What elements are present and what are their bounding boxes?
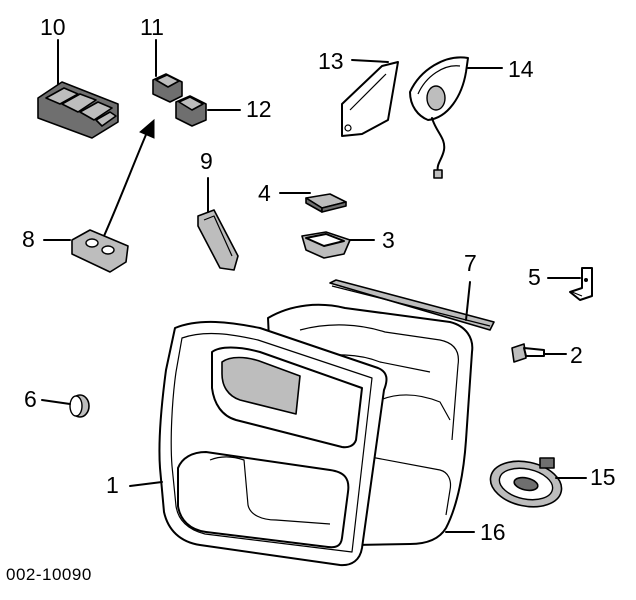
push-clip-part: [511, 343, 545, 363]
leader-line-7: [465, 281, 471, 321]
mirror-cover-part: [341, 61, 399, 137]
window-switch-12-part: [175, 95, 207, 127]
callout-5: 5: [528, 264, 541, 290]
belt-weatherstrip-part: [329, 279, 495, 331]
bracket-part: [569, 267, 593, 301]
callout-14: 14: [508, 56, 534, 82]
callout-15: 15: [590, 464, 616, 490]
master-window-switch-part: [37, 81, 119, 139]
callout-1: 1: [106, 472, 119, 498]
callout-11: 11: [140, 14, 164, 40]
figure-code: 002-10090: [6, 565, 92, 584]
callout-12: 12: [246, 96, 272, 122]
tweeter-housing-part: [409, 56, 469, 179]
leader-line-6: [41, 399, 71, 405]
callout-8: 8: [22, 226, 35, 252]
callout-7: 7: [464, 250, 477, 276]
callout-16: 16: [480, 519, 506, 545]
window-switch-11-part: [152, 73, 183, 103]
handle-insert-part: [197, 209, 239, 271]
leader-line-1: [129, 481, 163, 487]
callout-4: 4: [258, 180, 271, 206]
callout-13: 13: [318, 48, 344, 74]
tray-part: [301, 231, 351, 259]
leader-line-13: [351, 59, 389, 63]
relocation-arrow: [103, 118, 155, 237]
callout-2: 2: [570, 342, 583, 368]
callout-6: 6: [24, 386, 37, 412]
door-trim-panel-part: [158, 320, 388, 567]
door-speaker-part: [489, 457, 563, 508]
callout-9: 9: [200, 148, 213, 174]
callout-3: 3: [382, 227, 395, 253]
callout-10: 10: [40, 14, 66, 40]
plug-cap-part: [69, 394, 90, 418]
switch-bezel-part: [71, 229, 129, 273]
pad-part: [305, 193, 347, 213]
